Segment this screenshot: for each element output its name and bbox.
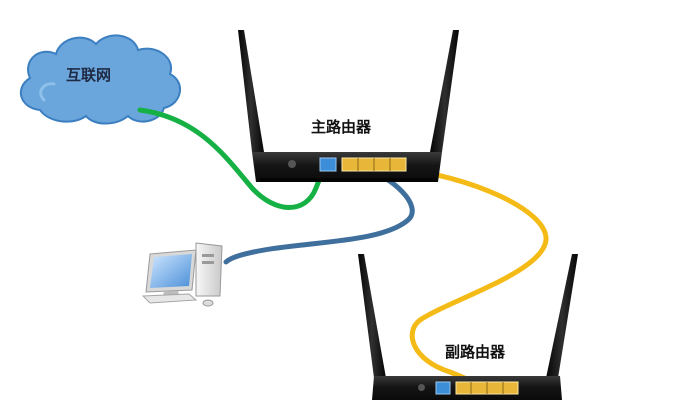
internet-label: 互联网	[66, 66, 112, 84]
pc-cable	[223, 165, 415, 265]
main-router-icon	[238, 30, 459, 182]
sub-router-label: 副路由器	[445, 343, 506, 361]
sub-router-antenna-left	[358, 254, 386, 378]
cloud-shape	[19, 34, 181, 125]
desktop-computer-icon	[141, 242, 223, 307]
monitor-screen	[150, 254, 192, 288]
computer-tower	[195, 242, 223, 297]
cloud-icon	[19, 34, 181, 125]
main-router-label: 主路由器	[311, 118, 372, 136]
keyboard	[141, 293, 198, 304]
main-router-antenna-left	[238, 30, 264, 152]
mouse	[202, 299, 214, 307]
sub-router-antenna-right	[546, 254, 578, 378]
sub-wan-port	[435, 381, 451, 395]
power-port	[288, 160, 296, 168]
wan-port	[319, 157, 337, 172]
sub-router-icon	[358, 254, 578, 400]
main-router-antenna-right	[430, 30, 459, 152]
router-link-cable	[393, 165, 549, 400]
cloud-highlight	[39, 82, 56, 102]
